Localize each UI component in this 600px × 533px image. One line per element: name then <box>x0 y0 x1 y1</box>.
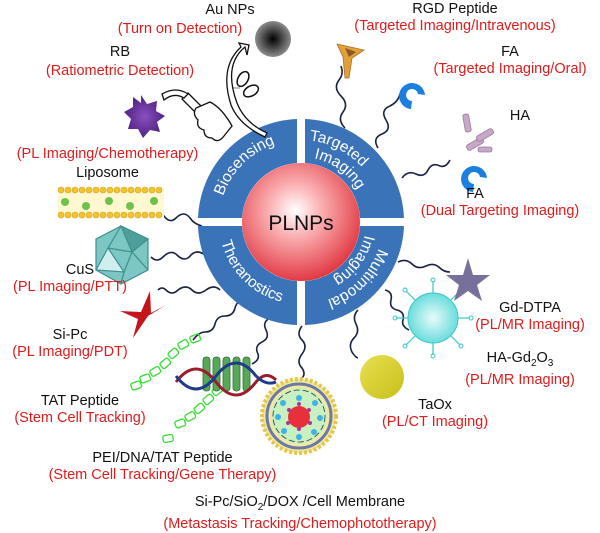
item-name: TaOx <box>418 397 452 413</box>
peptide-chain-icon <box>130 333 224 444</box>
linker-fa-oral <box>374 93 401 149</box>
item-name: HA <box>509 108 531 124</box>
item-fa-oral: FA (Targeted Imaging/Oral) <box>420 44 600 78</box>
blue-pacman-icon <box>461 166 487 192</box>
item-gd-dtpa: Gd-DTPA (PL/MR Imaging) <box>460 300 600 334</box>
name-subscript: 3 <box>547 357 554 369</box>
item-name: FA <box>501 44 519 60</box>
yellow-sphere-icon <box>360 355 404 399</box>
name-part: Si-Pc/SiO <box>194 494 258 510</box>
name-part: /DOX /Cell Membrane <box>263 494 406 510</box>
item-name: Si-Pc <box>52 327 88 343</box>
linker-si-pc <box>157 286 221 294</box>
dna-helix-icon <box>174 356 278 397</box>
item-si-pc: Si-Pc (PL Imaging/PDT) <box>0 327 140 361</box>
item-pei-dna-tat: PEI/DNA/TAT Peptide (Stem Cell Tracking/… <box>20 450 305 484</box>
item-application: (Metastasis Tracking/Chemophototherapy) <box>163 515 437 532</box>
item-application: (Ratiometric Detection) <box>45 63 195 79</box>
item-application: (Turn on Detection) <box>117 21 243 37</box>
red-four-point-star-icon <box>120 291 166 338</box>
quadrant-targeted-imaging[interactable] <box>305 119 404 218</box>
blue-pacman-icon <box>399 83 425 109</box>
item-name: CuS <box>65 262 95 278</box>
name-part: HA-Gd <box>486 350 531 366</box>
item-application: (Stem Cell Tracking/Gene Therapy) <box>48 467 277 483</box>
item-name: Au NPs <box>205 2 255 18</box>
item-name: PEI/DNA/TAT Peptide <box>92 450 233 466</box>
item-cus: CuS (PL Imaging/PTT) <box>0 262 140 296</box>
item-rgd-peptide: RGD Peptide (Targeted Imaging/Intravenou… <box>330 1 580 35</box>
item-name: RGD Peptide <box>412 1 498 17</box>
item-rb: RB <box>80 44 160 61</box>
item-name: Gd-DTPA <box>499 300 561 316</box>
item-name: Liposome <box>76 165 139 181</box>
item-application: (PL Imaging/PDT) <box>12 344 128 360</box>
linkers <box>150 65 451 379</box>
item-name: RB <box>109 44 131 60</box>
linker-membrane <box>298 325 306 379</box>
item-name: HA-Gd2O3 <box>450 350 590 372</box>
core-label: PLNPs <box>268 212 333 235</box>
linker-cus <box>150 251 206 261</box>
item-ha: HA <box>495 108 545 125</box>
name-subscript: 2 <box>257 501 264 513</box>
membrane-coated-nanoparticle-icon <box>260 377 338 455</box>
scissors-icon <box>232 70 260 98</box>
item-application: (Targeted Imaging/Oral) <box>433 61 587 77</box>
purple-star-icon <box>124 95 165 138</box>
item-taox: TaOx (PL/CT Imaging) <box>370 397 500 431</box>
item-application: (PL/MR Imaging) <box>475 317 585 333</box>
item-application: (Targeted Imaging/Intravenous) <box>354 18 556 34</box>
quadrant-theranostics[interactable] <box>198 226 297 325</box>
item-application: (Stem Cell Tracking) <box>14 410 146 426</box>
quadrant-multimodal-imaging[interactable] <box>305 226 404 325</box>
quadrant-biosensing[interactable] <box>198 119 297 218</box>
item-si-pc-sio2-dox: Si-Pc/SiO2/DOX /Cell Membrane (Metastasi… <box>140 494 460 533</box>
antibody-icon <box>462 113 494 153</box>
icosahedron-icon <box>95 224 150 285</box>
item-liposome: (PL Imaging/Chemotherapy) Liposome <box>0 146 215 182</box>
linker-gd-dtpa <box>397 259 451 273</box>
grey-star-icon <box>446 258 490 301</box>
linker-dna <box>251 317 271 365</box>
linker-rgd <box>335 65 347 129</box>
name-part: O <box>536 350 548 366</box>
item-au-nps-application: (Turn on Detection) <box>100 21 260 38</box>
linker-taox <box>349 309 359 359</box>
center-ring <box>198 119 404 325</box>
item-application: (PL Imaging/PTT) <box>13 279 127 295</box>
item-application: (PL/CT Imaging) <box>381 414 489 430</box>
liposome-bilayer-icon <box>57 186 164 219</box>
item-au-nps: Au NPs <box>170 2 290 19</box>
item-name: Si-Pc/SiO2/DOX /Cell Membrane <box>140 494 460 516</box>
dark-sphere-icon <box>255 21 291 57</box>
item-fa-dual: FA (Dual Targeting Imaging) <box>405 186 595 220</box>
item-tat-peptide: TAT Peptide (Stem Cell Tracking) <box>0 393 160 427</box>
item-ha-gd2o3: HA-Gd2O3 (PL/MR Imaging) <box>450 350 590 389</box>
hand-icon <box>161 89 233 142</box>
item-application: (Dual Targeting Imaging) <box>420 203 580 219</box>
linker-tat <box>192 299 246 341</box>
name-subscript: 2 <box>530 357 537 369</box>
tripod-icon <box>336 43 366 79</box>
item-application: (PL/MR Imaging) <box>465 371 575 388</box>
item-name: FA <box>466 186 484 202</box>
curved-arrow-icon <box>226 42 268 138</box>
item-application: (PL Imaging/Chemotherapy) <box>16 146 199 162</box>
linker-ha <box>401 159 451 179</box>
plnp-core[interactable] <box>242 163 360 281</box>
item-name: TAT Peptide <box>40 393 120 409</box>
linker-ha-gd2o3 <box>384 289 410 331</box>
item-rb-application: (Ratiometric Detection) <box>30 63 210 80</box>
